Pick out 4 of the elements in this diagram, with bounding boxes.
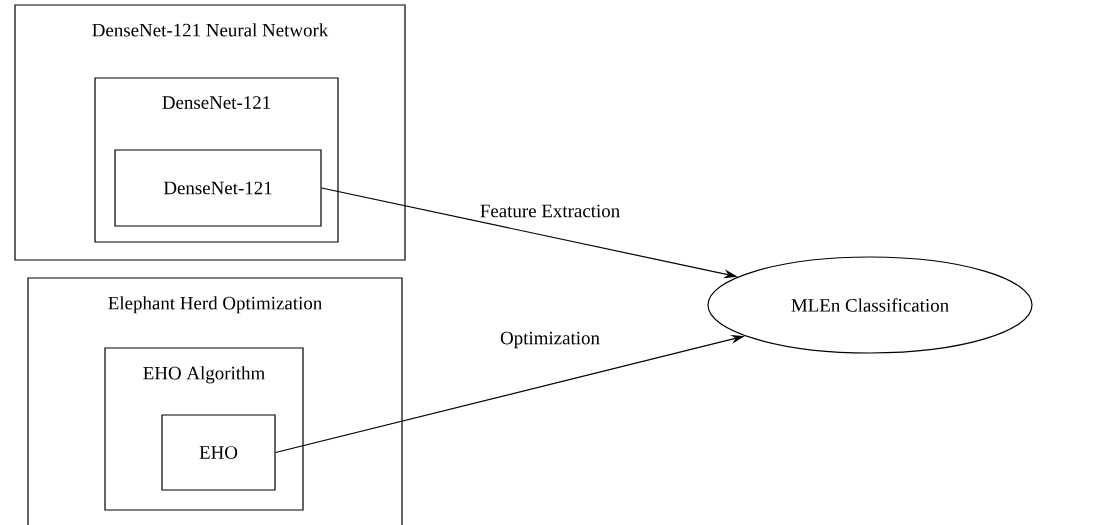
edge-label: Feature Extraction — [478, 203, 622, 219]
edge-label: Optimization — [499, 330, 601, 350]
process-box: DenseNet-121 — [114, 149, 322, 227]
process-box: EHO — [161, 414, 276, 491]
